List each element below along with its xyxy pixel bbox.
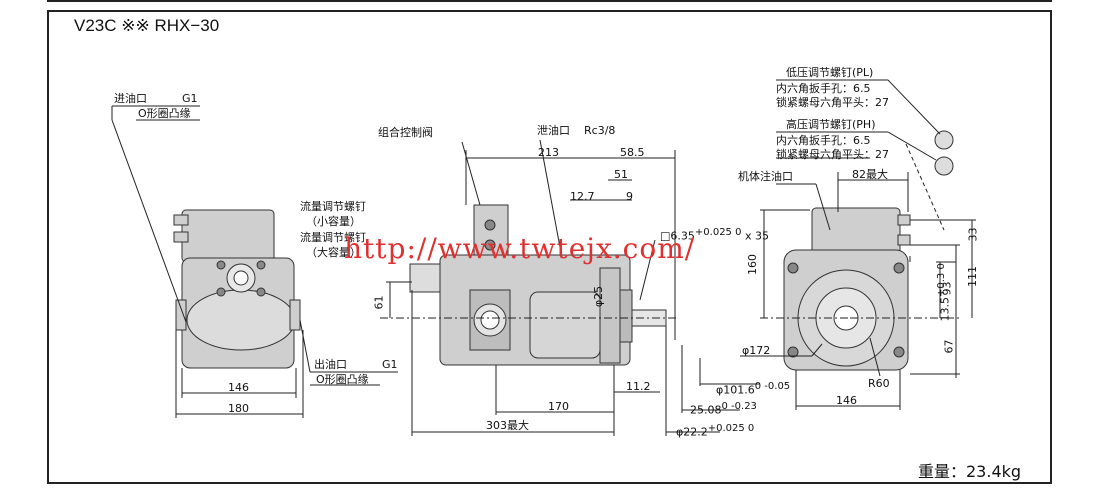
dim-160: 160: [746, 254, 759, 275]
drain-rc-label: Rc3/8: [584, 124, 616, 137]
drain-label: 泄油口: [537, 124, 570, 137]
weight-label: 重量：23.4kg: [918, 462, 1022, 481]
bolt: [216, 260, 226, 270]
right-valve-knob-2: [897, 234, 911, 246]
inlet-port-bore: [233, 270, 249, 286]
side-port-2: [289, 299, 301, 331]
low-pressure-screw: [934, 130, 954, 150]
dim-25-08-value: 25.08: [690, 403, 722, 417]
dim-r60: R60: [868, 377, 890, 390]
middle-dimensions: [380, 139, 760, 436]
high-hex-label: 内六角扳手孔：6.5: [776, 134, 871, 147]
valve-bolt-2: [484, 239, 496, 251]
high-screw-label: 高压调节螺钉(PH): [786, 118, 876, 131]
combined-valve-label: 组合控制阀: [378, 126, 433, 139]
side-port: [175, 299, 187, 331]
dim-25-08: 25.080 -0.23: [690, 400, 757, 417]
high-pressure-screw: [934, 156, 954, 176]
right-valve-knob: [897, 214, 911, 226]
low-nut-label: 锁紧螺母六角平头：27: [776, 96, 889, 109]
middle-pump-view: [409, 204, 667, 366]
dim-180: 180: [228, 402, 249, 415]
dim-101-6-value: φ101.6: [716, 383, 755, 397]
dim-22-2-tolerance: +0.025 0: [707, 423, 755, 434]
watermark-text: http://www.twtejx.com/: [344, 232, 696, 265]
left-valve-knob: [173, 214, 189, 226]
dim-67: 67: [942, 339, 956, 354]
inlet-g-label: G1: [182, 92, 198, 105]
pump-flange-face: [529, 291, 601, 359]
dim-213: 213: [538, 146, 559, 159]
low-screw-label: 低压调节螺钉(PL): [786, 66, 874, 79]
dim-25-08-tolerance: 0 -0.23: [721, 401, 757, 412]
dim-phi172: φ172: [742, 344, 771, 357]
outlet-g-label: G1: [382, 358, 398, 371]
left-valve-knob-2: [173, 231, 189, 243]
inlet-flange-label: O形圈凸缘: [138, 107, 191, 120]
bolt: [893, 346, 905, 358]
dim-303: 303最大: [486, 419, 529, 432]
inlet-label: 进油口: [114, 92, 147, 105]
dim-22-2: φ22.2+0.025 0: [676, 422, 754, 439]
dim-58-5: 58.5: [620, 146, 645, 159]
key-dim: □6.35+0.025 0 x 35: [660, 227, 769, 243]
left-valve-block: [181, 209, 275, 263]
dim-61: 61: [372, 295, 386, 310]
left-pump-flange: [186, 289, 296, 351]
bolt: [893, 262, 905, 274]
dim-phi25: φ25: [592, 285, 606, 308]
flow-screw-label-1: 流量调节螺钉: [300, 200, 366, 213]
left-pump-view: [173, 209, 301, 369]
drawing-frame: [47, 10, 1052, 484]
dim-82: 82最大: [852, 168, 888, 181]
small-cap-label: （小容量）: [306, 215, 361, 228]
left-dimensions: [111, 105, 398, 418]
dim-111: 111: [966, 266, 979, 287]
outlet-flange-label: O形圈凸缘: [316, 373, 369, 386]
bolt: [256, 287, 266, 297]
dim-33: 33: [966, 227, 980, 242]
low-hex-label: 内六角扳手孔：6.5: [776, 82, 871, 95]
top-border: [47, 0, 1052, 6]
bolt: [787, 262, 799, 274]
high-nut-label: 锁紧螺母六角平头：27: [776, 148, 889, 161]
dim-11-2: 11.2: [626, 380, 651, 393]
dim-146-right: 146: [836, 394, 857, 407]
right-dimensions: [740, 79, 976, 410]
dim-22-2-value: φ22.2: [676, 425, 708, 439]
bolt: [256, 260, 266, 270]
dim-170: 170: [548, 400, 569, 413]
dim-9: 9: [626, 190, 633, 203]
flow-screw-label-2: 流量调节螺钉: [300, 231, 366, 244]
dim-13-5-value: 13.5: [938, 296, 952, 322]
key-length: x 35: [744, 229, 769, 243]
dim-51: 51: [614, 168, 628, 181]
key-value: 6.35: [670, 229, 695, 243]
model-title: V23C ※※ RHX−30: [74, 16, 220, 35]
outlet-label: 出油口: [314, 358, 347, 371]
dim-101-6-tolerance: 0 -0.05: [754, 381, 791, 392]
dim-93: 93: [940, 281, 954, 296]
bolt: [787, 346, 799, 358]
dim-12-7: 12.7: [570, 190, 595, 203]
valve-bolt: [484, 219, 496, 231]
fill-port-label: 机体注油口: [738, 170, 793, 183]
dim-146-left: 146: [228, 381, 249, 394]
outlet-bore: [480, 310, 500, 330]
pilot: [619, 289, 633, 343]
dim-101-6: φ101.60 -0.05: [716, 380, 790, 397]
mounting-flange: [599, 267, 621, 364]
right-pump-view: [783, 130, 954, 371]
bolt: [216, 287, 226, 297]
key-tolerance: +0.025 0: [694, 227, 742, 238]
large-cap-label: （大容量）: [306, 246, 361, 259]
